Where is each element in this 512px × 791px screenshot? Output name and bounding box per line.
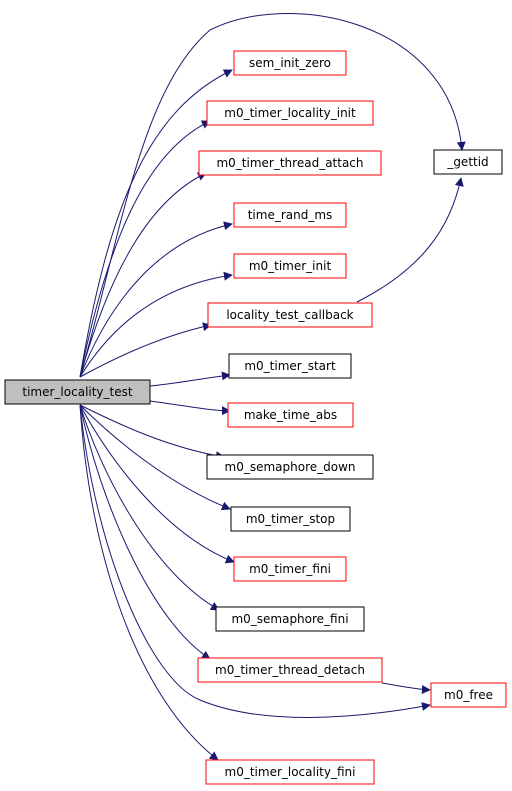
node-label: m0_timer_fini — [249, 562, 331, 576]
node-label: m0_timer_locality_fini — [225, 765, 356, 779]
node-label: locality_test_callback — [226, 308, 353, 322]
edge-to-m0-timer-stop — [79, 404, 231, 511]
node-label: sem_init_zero — [249, 56, 331, 70]
edge-to-sem-init-zero — [79, 69, 233, 378]
edges-layer — [79, 13, 466, 761]
nodes-layer: timer_locality_test sem_init_zero m0_tim… — [4, 50, 507, 785]
node-label: m0_semaphore_fini — [231, 612, 348, 626]
node-sem-init-zero[interactable]: sem_init_zero — [233, 50, 347, 76]
node-m0-timer-init[interactable]: m0_timer_init — [233, 253, 347, 279]
node-m0-free[interactable]: m0_free — [430, 682, 507, 708]
node-m0-semaphore-fini[interactable]: m0_semaphore_fini — [215, 606, 365, 632]
node-label: m0_timer_init — [249, 259, 332, 273]
node-label: _gettid — [446, 155, 488, 169]
edge-to-m0-timer-fini — [79, 404, 235, 564]
node-time-rand-ms[interactable]: time_rand_ms — [233, 202, 347, 228]
node-m0-semaphore-down[interactable]: m0_semaphore_down — [206, 454, 374, 480]
node-label: m0_semaphore_down — [225, 460, 356, 474]
edge-to-make-time-abs — [149, 400, 231, 416]
node-label: m0_timer_thread_detach — [215, 663, 365, 677]
edge-to-m0-semaphore-fini — [79, 404, 220, 611]
node-timer-locality-test[interactable]: timer_locality_test — [4, 379, 151, 405]
edge-to-m0-free — [79, 404, 431, 718]
node-gettid[interactable]: _gettid — [433, 149, 503, 175]
edge-to-m0-timer-locality-init — [79, 120, 211, 378]
edge-to-time-rand-ms — [79, 221, 233, 378]
node-m0-timer-thread-attach[interactable]: m0_timer_thread_attach — [198, 150, 382, 176]
edge-to-gettid — [79, 13, 466, 378]
edge-to-m0-timer-init — [79, 271, 233, 378]
edge-to-m0-timer-locality-fini — [79, 404, 219, 761]
edge-callback-to-gettid — [356, 177, 464, 303]
edge-to-m0-semaphore-down — [79, 404, 225, 461]
edge-to-m0-timer-thread-attach — [79, 172, 207, 378]
node-m0-timer-thread-detach[interactable]: m0_timer_thread_detach — [197, 657, 383, 683]
node-m0-timer-fini[interactable]: m0_timer_fini — [233, 556, 347, 582]
node-make-time-abs[interactable]: make_time_abs — [227, 402, 354, 428]
node-m0-timer-start[interactable]: m0_timer_start — [228, 353, 352, 379]
node-label: timer_locality_test — [22, 385, 132, 399]
node-label: make_time_abs — [244, 408, 337, 422]
edge-to-m0-timer-thread-detach — [79, 404, 211, 660]
node-m0-timer-stop[interactable]: m0_timer_stop — [230, 506, 351, 532]
edge-detach-to-m0-free — [381, 682, 431, 694]
node-locality-test-callback[interactable]: locality_test_callback — [207, 302, 373, 328]
node-m0-timer-locality-init[interactable]: m0_timer_locality_init — [206, 100, 374, 126]
node-label: m0_timer_locality_init — [224, 106, 356, 120]
node-label: m0_free — [444, 688, 493, 702]
node-label: time_rand_ms — [248, 208, 333, 222]
edge-to-m0-timer-start — [149, 371, 231, 387]
node-m0-timer-locality-fini[interactable]: m0_timer_locality_fini — [205, 759, 375, 785]
node-label: m0_timer_thread_attach — [216, 156, 363, 170]
node-label: m0_timer_start — [244, 359, 336, 373]
edge-to-locality-test-callback — [79, 322, 212, 378]
node-label: m0_timer_stop — [246, 512, 335, 526]
